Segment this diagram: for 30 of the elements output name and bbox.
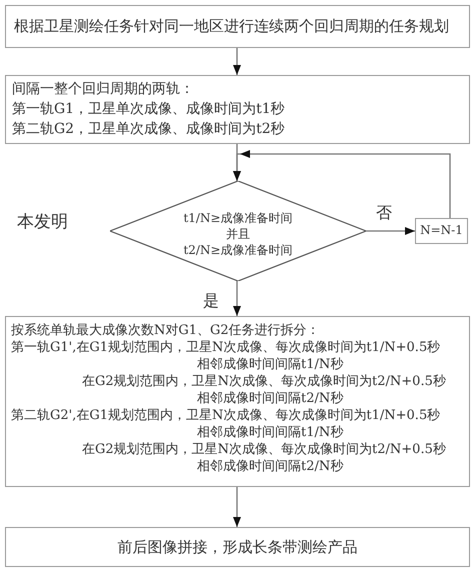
step-text: 相邻成像时间间隔t2/N秒: [197, 390, 344, 407]
step-text: N=N-1: [420, 223, 463, 237]
step-text: 根据卫星测绘任务针对同一地区进行连续两个回归周期的任务规划: [14, 17, 449, 36]
condition-text: 并且: [226, 226, 250, 243]
process-box: [5, 75, 470, 144]
side-label: 本发明: [17, 211, 68, 233]
step-text: 第二轨G2',在G1规划范围内，卫星N次成像、每次成像时间为t1/N+0.5秒: [11, 407, 440, 424]
process-box: [415, 218, 468, 244]
arrow: [366, 227, 415, 235]
step-text: 在G2规划范围内，卫星N次成像、每次成像时间为t2/N+0.5秒: [82, 373, 446, 390]
step-text: 相邻成像时间间隔t2/N秒: [197, 458, 344, 475]
condition-text: t1/N≥成像准备时间: [183, 210, 293, 227]
step-text: 间隔一整个回归周期的两轨：: [12, 80, 194, 98]
process-box: [5, 5, 470, 48]
condition-text: t2/N≥成像准备时间: [183, 242, 293, 259]
decision-diamond: [110, 181, 366, 281]
process-box: [5, 527, 470, 567]
step-text: 第二轨G2，卫星单次成像、成像时间为t2秒: [12, 120, 285, 138]
step-text: 相邻成像时间间隔t1/N秒: [197, 424, 344, 441]
process-box: [5, 316, 470, 487]
step-text: 前后图像拼接，形成长条带测绘产品: [118, 538, 358, 557]
arrow: [233, 281, 241, 316]
step-text: 第一轨G1',在G1规划范围内，卫星N次成像、每次成像时间为t1/N+0.5秒: [11, 339, 440, 356]
arrow: [233, 150, 451, 218]
step-text: 相邻成像时间间隔t1/N秒: [197, 356, 344, 373]
step-text: 第一轨G1，卫星单次成像、成像时间为t1秒: [12, 100, 285, 118]
step-text: 在G2规划范围内，卫星N次成像、每次成像时间为t2/N+0.5秒: [82, 441, 446, 458]
arrow: [233, 487, 241, 527]
arrow: [233, 48, 241, 75]
step-text: 按系统单轨最大成像次数N对G1、G2任务进行拆分：: [11, 322, 320, 339]
